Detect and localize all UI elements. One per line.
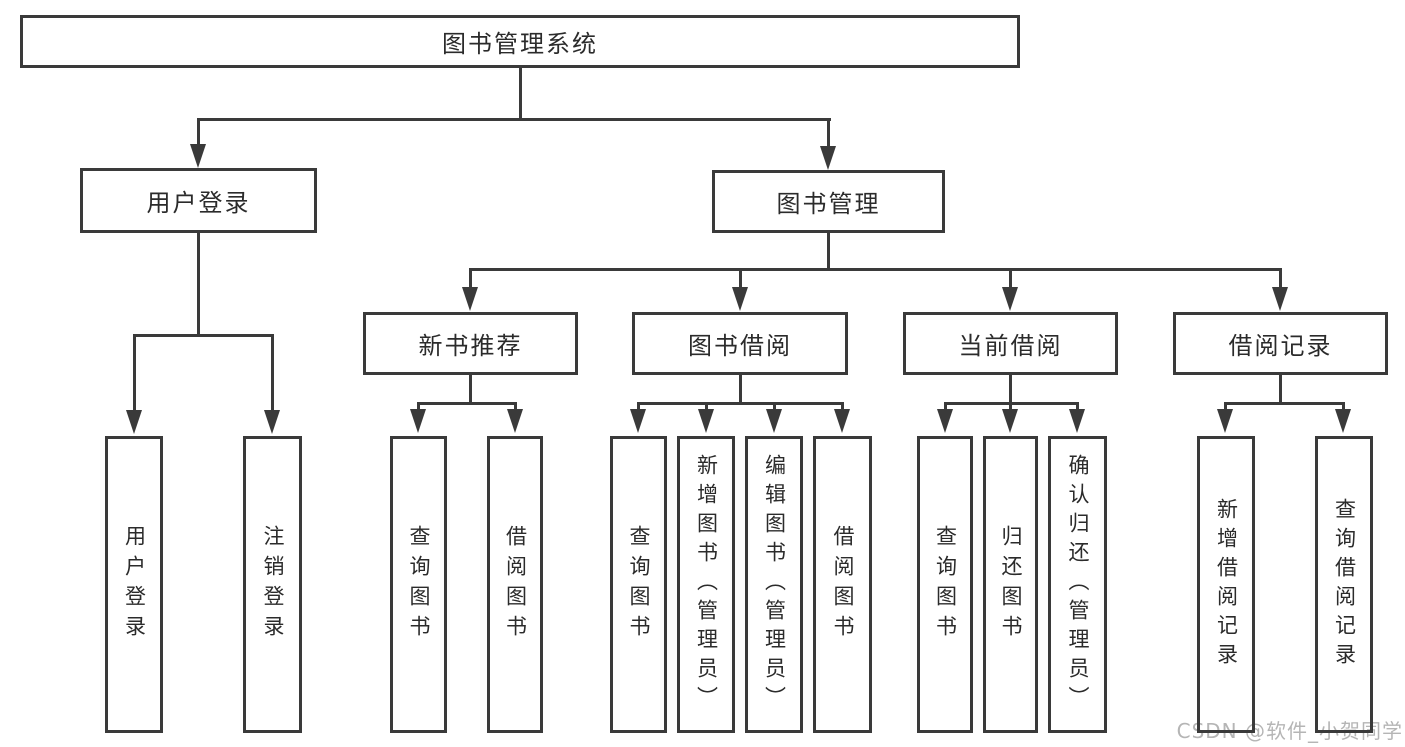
connector-newbook-bar xyxy=(417,402,517,405)
connector-bookmgmt-shaft xyxy=(1009,268,1012,290)
arrow-down-icon xyxy=(507,409,523,433)
leaf-logout: 注销登录 xyxy=(243,436,302,733)
connector-borrow-bar xyxy=(637,402,843,405)
connector-records-shaft xyxy=(1342,402,1345,412)
connector-borrow-stem xyxy=(739,373,742,404)
arrow-down-icon xyxy=(1335,409,1351,433)
leaf-bb-query-books: 查询图书 xyxy=(610,436,667,733)
leaf-bb-add-book-admin: 新增图书（管理员） xyxy=(677,436,735,733)
leaf-br-query-borrow-record: 查询借阅记录 xyxy=(1315,436,1373,733)
node-user-login: 用户登录 xyxy=(80,168,317,233)
arrow-down-icon xyxy=(1069,409,1085,433)
connector-borrow-shaft xyxy=(637,402,640,412)
connector-current-stem xyxy=(1009,373,1012,404)
arrow-down-icon xyxy=(698,409,714,433)
node-book-management: 图书管理 xyxy=(712,170,945,233)
arrow-down-icon xyxy=(462,287,478,311)
connector-newbook-shaft xyxy=(514,402,517,412)
connector-root-left-shaft xyxy=(197,118,200,146)
connector-current-shaft xyxy=(1076,402,1079,412)
connector-records-shaft xyxy=(1224,402,1227,412)
arrow-down-icon xyxy=(630,409,646,433)
node-current-borrowing: 当前借阅 xyxy=(903,312,1118,375)
connector-bookmgmt-bar xyxy=(469,268,1282,271)
node-new-book-recommend: 新书推荐 xyxy=(363,312,578,375)
connector-userlogin-stem xyxy=(197,231,200,337)
connector-bookmgmt-shaft xyxy=(469,268,472,290)
connector-borrow-shaft xyxy=(841,402,844,412)
leaf-user-login: 用户登录 xyxy=(105,436,163,733)
connector-root-stem xyxy=(519,65,522,120)
connector-borrow-shaft xyxy=(705,402,708,412)
connector-newbook-shaft xyxy=(417,402,420,412)
connector-userlogin-bar xyxy=(133,334,274,337)
node-borrowing-records: 借阅记录 xyxy=(1173,312,1388,375)
leaf-nb-query-books: 查询图书 xyxy=(390,436,447,733)
connector-newbook-stem xyxy=(469,373,472,404)
connector-userlogin-shaft xyxy=(133,334,136,412)
connector-bookmgmt-shaft xyxy=(739,268,742,290)
arrow-down-icon xyxy=(264,410,280,434)
arrow-down-icon xyxy=(1002,287,1018,311)
connector-userlogin-shaft xyxy=(271,334,274,412)
leaf-cb-return-books: 归还图书 xyxy=(983,436,1038,733)
connector-borrow-shaft xyxy=(773,402,776,412)
leaf-cb-query-books: 查询图书 xyxy=(917,436,973,733)
arrow-down-icon xyxy=(1002,409,1018,433)
connector-bookmgmt-stem xyxy=(827,231,830,271)
arrow-down-icon xyxy=(820,146,836,170)
connector-root-bar xyxy=(198,118,831,121)
connector-current-shaft xyxy=(1009,402,1012,412)
leaf-bb-borrow-books: 借阅图书 xyxy=(813,436,872,733)
arrow-down-icon xyxy=(410,409,426,433)
leaf-br-add-borrow-record: 新增借阅记录 xyxy=(1197,436,1255,733)
arrow-down-icon xyxy=(1272,287,1288,311)
connector-bookmgmt-shaft xyxy=(1279,268,1282,290)
watermark: CSDN @软件_小贺同学 xyxy=(1176,719,1403,743)
arrow-down-icon xyxy=(732,287,748,311)
arrow-down-icon xyxy=(834,409,850,433)
arrow-down-icon xyxy=(126,410,142,434)
connector-records-stem xyxy=(1279,373,1282,404)
arrow-down-icon xyxy=(190,144,206,168)
node-root: 图书管理系统 xyxy=(20,15,1020,68)
connector-records-bar xyxy=(1224,402,1344,405)
node-book-borrowing: 图书借阅 xyxy=(632,312,848,375)
connector-root-right-shaft xyxy=(827,118,830,148)
leaf-cb-confirm-return-admin: 确认归还（管理员） xyxy=(1048,436,1107,733)
connector-current-shaft xyxy=(944,402,947,412)
arrow-down-icon xyxy=(937,409,953,433)
leaf-bb-edit-book-admin: 编辑图书（管理员） xyxy=(745,436,803,733)
arrow-down-icon xyxy=(766,409,782,433)
arrow-down-icon xyxy=(1217,409,1233,433)
leaf-nb-borrow-books: 借阅图书 xyxy=(487,436,543,733)
